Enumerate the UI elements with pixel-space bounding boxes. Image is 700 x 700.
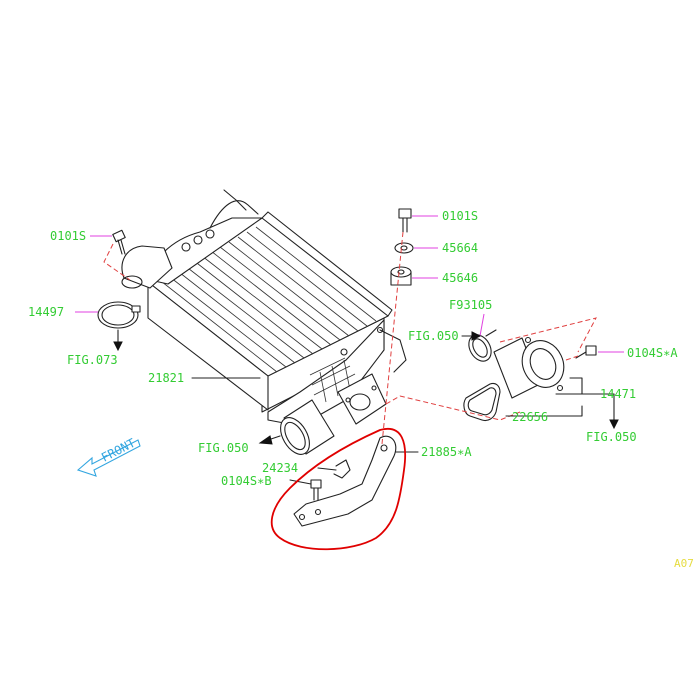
label-fig073: FIG.073	[67, 353, 118, 367]
highlight-circle	[270, 427, 407, 551]
label-0101s-right: 0101S	[442, 209, 478, 223]
label-21821: 21821	[148, 371, 184, 385]
bracket-21885a[interactable]	[293, 435, 397, 527]
hose-clamp-14497[interactable]	[97, 301, 141, 329]
end-tank-grid	[309, 357, 356, 403]
intercooler-fins	[156, 226, 377, 373]
label-fig050-right: FIG.050	[586, 430, 637, 444]
front-arrow: FRONT	[76, 436, 141, 477]
label-0104s-b: 0104S∗B	[221, 474, 272, 488]
label-0101s-left: 0101S	[50, 229, 86, 243]
label-22656: 22656	[512, 410, 548, 424]
bolt-0101s-right[interactable]	[398, 208, 412, 233]
diagram-code: A07	[674, 557, 694, 570]
bolt-0101s-left[interactable]	[112, 229, 126, 255]
intercooler-21821[interactable]	[121, 189, 407, 459]
label-14497: 14497	[28, 305, 64, 319]
bolt-0104s-a[interactable]	[575, 345, 597, 359]
washer-45664[interactable]	[394, 242, 414, 254]
gasket-22656[interactable]	[463, 382, 501, 422]
clip-24234[interactable]	[333, 459, 351, 479]
label-fig050-left: FIG.050	[198, 441, 249, 455]
label-f93105: F93105	[449, 298, 492, 312]
label-0104s-a: 0104S∗A	[627, 346, 678, 360]
label-24234: 24234	[262, 461, 298, 475]
bolt-0104s-b[interactable]	[310, 479, 322, 501]
leader-lines	[75, 215, 624, 353]
housing-14471[interactable]	[493, 334, 571, 399]
cushion-45646[interactable]	[390, 266, 412, 286]
label-14471: 14471	[600, 387, 636, 401]
label-21885a: 21885∗A	[421, 445, 472, 459]
label-45664: 45664	[442, 241, 478, 255]
label-45646: 45646	[442, 271, 478, 285]
front-label: FRONT	[99, 436, 138, 465]
label-fig050-mid: FIG.050	[408, 329, 459, 343]
black-leaders	[113, 329, 619, 485]
